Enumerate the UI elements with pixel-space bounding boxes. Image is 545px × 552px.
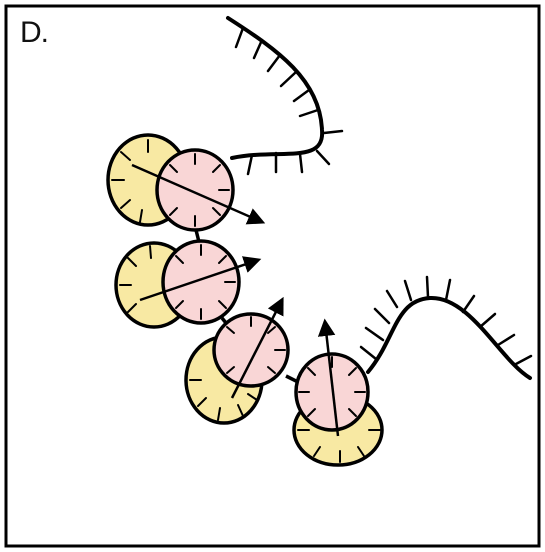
panel-frame (6, 6, 539, 546)
panel-label: D. (20, 18, 48, 48)
